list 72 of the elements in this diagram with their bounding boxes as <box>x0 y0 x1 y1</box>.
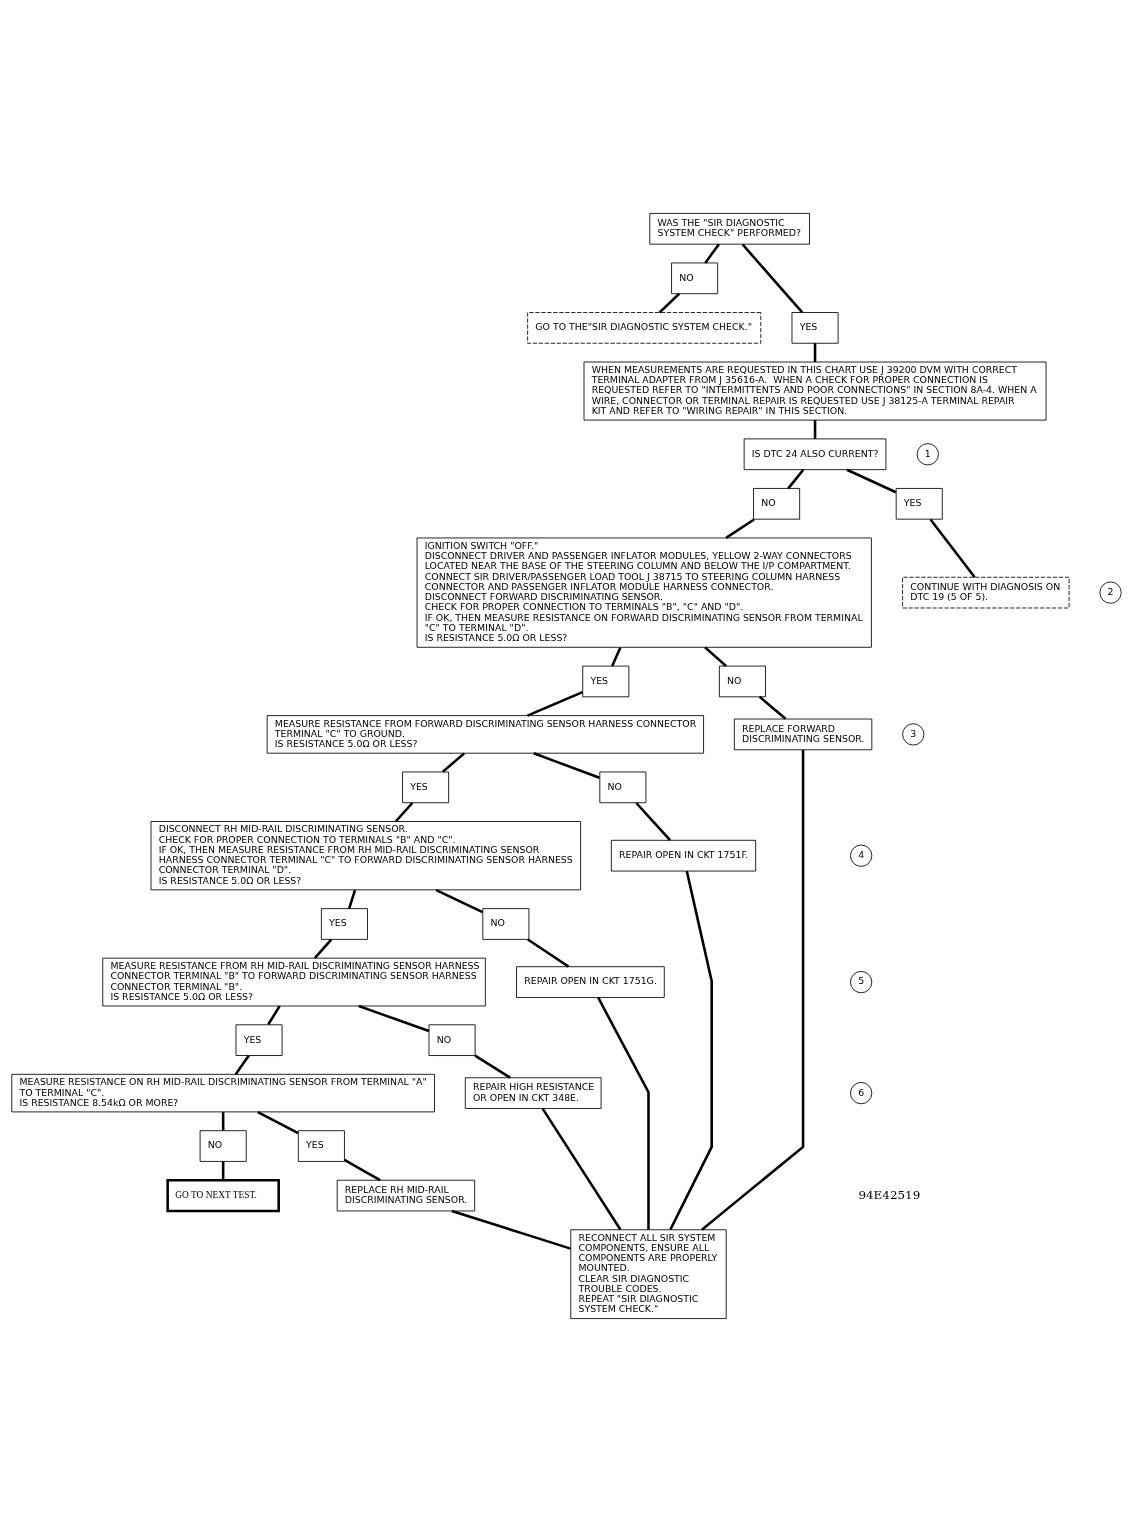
connector <box>451 1209 571 1250</box>
node-box: NO <box>199 1130 247 1162</box>
node-box: REPLACE FORWARD DISCRIMINATING SENSOR. <box>733 718 873 751</box>
connector <box>234 1054 250 1075</box>
node-box: IGNITION SWITCH "OFF." DISCONNECT DRIVER AND PASSENGER INFLATOR MODULES, YELLOW 2-WAY CONNECTORS LOCATED NEAR THE BASE OF THE STEERING COLUMN AND BELOW THE I/P COMPARTMENT. CONNECT SIR DRIVER/PASSENGER LOAD TOOL J 38715 TO STEERING COLUMN HARNESS CONNECTOR AND PASSENGER INFLATOR MODULE HARNESS CONNECTOR. DISCONNECT FORWARD DISCRIMINATING SENSOR. CHECK FOR PROPER CONNECTION TO TERMINALS "B", "C" AND "D". IF OK, THEN MEASURE RESISTANCE ON FORWARD DISCRIMINATING SENSOR FROM TERMINAL "C" TO TERMINAL "D". IS RESISTANCE 5.0Ω OR LESS? <box>416 537 872 648</box>
node-box: IS DTC 24 ALSO CURRENT? <box>743 438 887 471</box>
node-box: REPAIR HIGH RESISTANCE OR OPEN IN CKT 348E. <box>464 1077 602 1109</box>
node-box: CONTINUE WITH DIAGNOSIS ON DTC 19 (5 OF 5). <box>902 576 1070 609</box>
connector <box>313 938 333 959</box>
connector <box>813 420 817 439</box>
node-box: NO <box>482 908 530 940</box>
connector <box>527 938 570 968</box>
node-box: YES <box>320 908 368 940</box>
connector <box>343 1158 381 1182</box>
node-box: RECONNECT ALL SIR SYSTEM COMPONENTS, ENSURE ALL COMPONENTS ARE PROPERLY MOUNTED. CLEAR SIR DIAGNOSTIC TROUBLE CODES. REPEAT "SIR DIAGNOSTIC SYSTEM CHECK." <box>570 1229 727 1319</box>
connector <box>533 752 600 779</box>
connector <box>221 1161 225 1181</box>
node-box: MEASURE RESISTANCE FROM RH MID-RAIL DISCRIMINATING SENSOR HARNESS CONNECTOR TERMINAL "B" TO FORWARD DISCRIMINATING SENSOR HARNESS CONNECTOR TERMINAL "B". IS RESISTANCE 5.0Ω OR LESS? <box>102 957 486 1007</box>
node-box: YES <box>235 1024 283 1056</box>
node-circle: 4 <box>850 844 873 867</box>
connector <box>725 518 756 539</box>
node-box: WAS THE "SIR DIAGNOSTIC SYSTEM CHECK" PERFORMED? <box>649 213 810 245</box>
connector <box>813 343 817 362</box>
connector <box>929 518 976 578</box>
node-circle: 6 <box>850 1082 873 1105</box>
connector <box>787 468 805 490</box>
node-box: REPAIR OPEN IN CKT 1751F. <box>610 839 757 872</box>
connector <box>527 691 584 717</box>
connector <box>474 1054 511 1079</box>
node-box: GO TO NEXT TEST. <box>166 1178 280 1213</box>
node-circle: 5 <box>850 970 873 994</box>
node-box: MEASURE RESISTANCE ON RH MID-RAIL DISCRIMINATING SENSOR FROM TERMINAL "A" TO TERMINAL "C". IS RESISTANCE 8.54kΩ OR MORE? <box>11 1073 435 1113</box>
connector <box>394 802 414 823</box>
node-box: YES <box>297 1130 345 1162</box>
connector <box>635 802 672 841</box>
node-box: NO <box>753 488 801 520</box>
node-box: WHEN MEASUREMENTS ARE REQUESTED IN THIS CHART USE J 39200 DVM WITH CORRECT TERMINAL ADAPTER FROM J 35616-A. WHEN A CHECK FOR PROPER CONNECTION IS REQUESTED REFER TO "INTERMITTENTS AND POOR CONNECTIONS" IN SECTION 8A-4. WHEN A WIRE, CONNECTOR OR TERMINAL REPAIR IS REQUESTED USE J 38125-A TERMINAL REPAIR KIT AND REFER TO "WIRING REPAIR" IN THIS SECTION. <box>583 361 1047 421</box>
node-box: YES <box>791 312 839 344</box>
node-box: GO TO THE"SIR DIAGNOSTIC SYSTEM CHECK." <box>527 312 762 344</box>
connector <box>257 1110 299 1135</box>
node-box: REPLACE RH MID-RAIL DISCRIMINATING SENSOR. <box>336 1179 476 1212</box>
node-box: NO <box>599 771 647 804</box>
node-circle: 1 <box>916 443 939 466</box>
connector <box>658 292 681 314</box>
connector <box>758 695 787 720</box>
connector <box>669 870 713 1231</box>
connector <box>442 752 465 773</box>
connector <box>541 1107 622 1231</box>
node-box: YES <box>582 665 630 698</box>
node-box: NO <box>718 665 766 698</box>
connector <box>221 1112 225 1131</box>
connector <box>704 243 720 264</box>
label: 94E42519 <box>858 1187 921 1202</box>
connector <box>347 889 357 909</box>
node-box: YES <box>895 488 943 520</box>
connector <box>846 468 897 494</box>
connector <box>597 997 650 1230</box>
connector <box>358 1004 430 1033</box>
node-box: MEASURE RESISTANCE FROM FORWARD DISCRIMINATING SENSOR HARNESS CONNECTOR TERMINAL "C" TO GROUND. IS RESISTANCE 5.0Ω OR LESS? <box>266 715 704 754</box>
connector <box>267 1005 281 1026</box>
node-box: YES <box>402 771 450 804</box>
node-circle: 3 <box>902 723 925 746</box>
node-box: DISCONNECT RH MID-RAIL DISCRIMINATING SENSOR. CHECK FOR PROPER CONNECTION TO TERMINALS "B" AND "C". IF OK, THEN MEASURE RESISTANCE FROM RH MID-RAIL DISCRIMINATING SENSOR HARNESS CONNECTOR TERMINAL "C" TO FORWARD DISCRIMINATING SENSOR HARNESS CONNECTOR TERMINAL "D". IS RESISTANCE 5.0Ω OR LESS? <box>150 821 581 891</box>
node-box: NO <box>671 262 719 295</box>
node-box: NO <box>428 1024 476 1056</box>
connector <box>741 243 804 314</box>
node-box: REPAIR OPEN IN CKT 1751G. <box>516 966 665 998</box>
connector <box>435 888 484 914</box>
connector <box>701 749 805 1231</box>
node-circle: 2 <box>1099 581 1122 604</box>
connector <box>704 646 727 668</box>
connector <box>611 646 622 667</box>
